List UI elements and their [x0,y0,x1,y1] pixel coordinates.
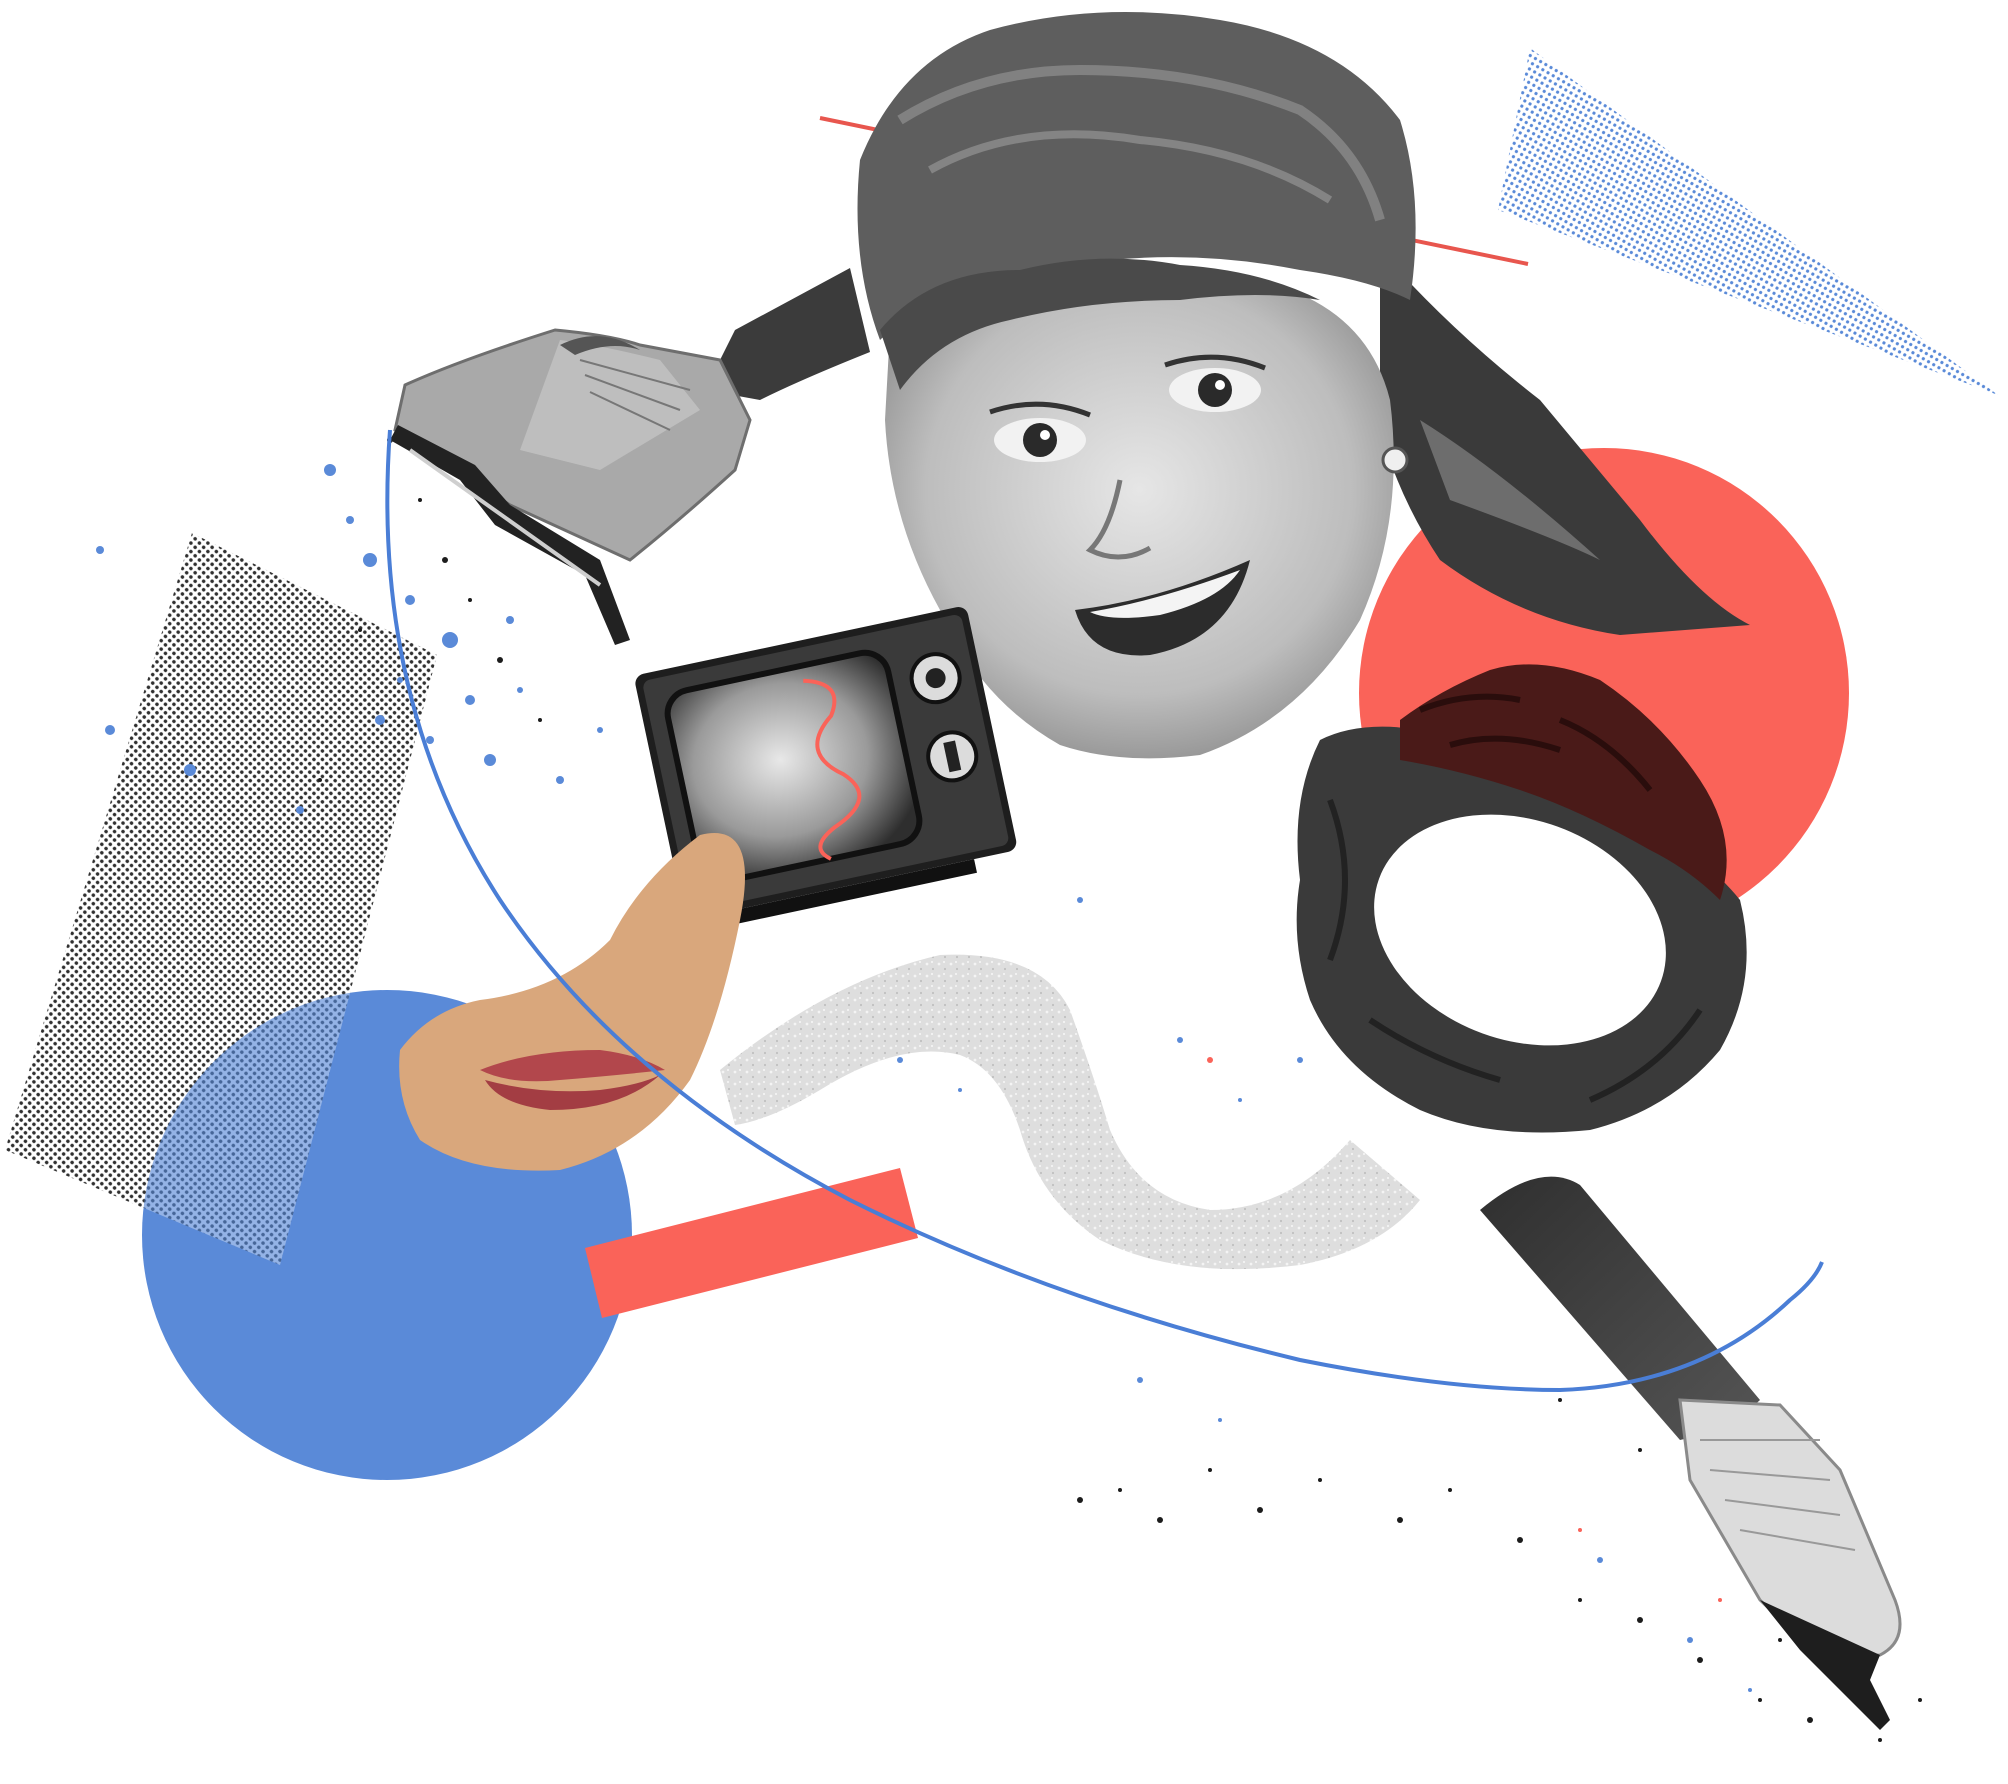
paint-splatter [96,437,1922,1742]
halftone-triangle [1498,48,1998,395]
skater-face [857,12,1750,759]
mouth-cutout [399,833,745,1171]
blue-curve [385,429,1824,1393]
ice-skate-bottom [1480,1176,1902,1730]
ice-squiggle [720,954,1420,1270]
ice-skate-top [390,268,870,645]
scrunchie [1296,664,1747,1133]
halftone-overlap [5,533,437,1265]
coral-bar [585,1168,918,1318]
